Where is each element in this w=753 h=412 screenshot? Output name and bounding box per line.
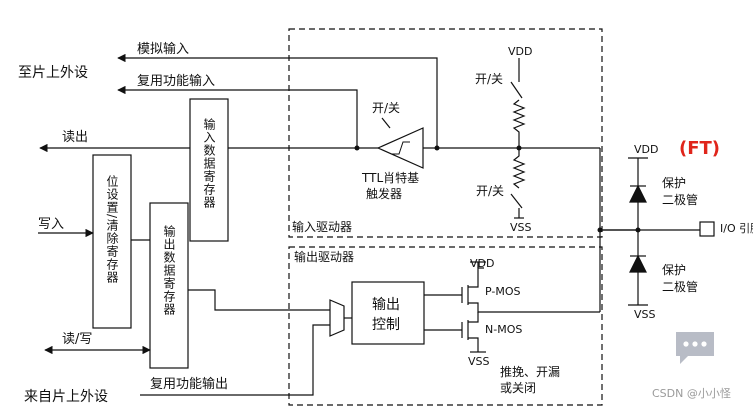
protect-top-label-1: 保护 [662,176,687,190]
nmos-label: N-MOS [485,323,523,336]
pull-down-resistor [512,148,526,189]
output-control-label-1: 输出 [372,297,400,313]
pmos-label: P-MOS [485,285,521,298]
output-mux [329,299,345,337]
write-in-label: 写入 [38,217,65,232]
input-data-register-label: 输入数据寄存器 [202,118,216,209]
read-write-label: 读/写 [62,332,93,347]
io-pin-label: I/O 引脚 [720,222,753,235]
watermark-text: CSDN @小小怪 [652,387,731,400]
push-pull-label-2: 或关闭 [500,381,537,395]
io-pin-box [699,221,715,237]
protect-diode-bottom [629,254,647,273]
ft-label: (FT) [679,138,721,159]
read-out-label: 读出 [62,130,89,145]
pull-up-resistor [512,99,526,148]
from-onchip-peripheral-label: 来自片上外设 [24,389,108,405]
vss-out-label: VSS [468,355,490,368]
output-driver-label: 输出驱动器 [294,250,355,264]
alt-func-input-line [117,85,358,148]
push-pull-label-1: 推挽、开漏 [500,365,561,379]
protect-bottom-label-2: 二极管 [662,280,699,294]
input-driver-label: 输入驱动器 [292,220,353,234]
bit-set-reset-register-label: 位设置/清除寄存器 [105,175,119,285]
vdd-top-label: VDD [508,45,533,58]
switch-mid-label: 开/关 [372,101,401,115]
vss-right-label: VSS [634,308,656,321]
protect-bottom-label-1: 保护 [662,263,687,277]
input-data-register [189,98,229,242]
output-control-label-2: 控制 [372,317,400,333]
vdd-out-label: VDD [470,257,495,270]
alt-func-output-label: 复用功能输出 [150,377,229,392]
vdd-right-label: VDD [634,143,659,156]
analog-input-label: 模拟输入 [137,42,190,57]
switch-bottom-label: 开/关 [476,184,505,198]
ttl-schmitt-label-2: 触发器 [366,187,403,201]
output-data-register [149,202,189,369]
protect-diode-top [629,184,647,203]
output-driver-box [288,246,603,406]
analog-input-line [117,53,438,148]
protect-top-label-2: 二极管 [662,193,699,207]
alt-func-input-label: 复用功能输入 [137,74,216,89]
to-onchip-peripheral-label: 至片上外设 [18,65,88,81]
bit-set-reset-register [92,154,132,329]
output-data-register-label: 输出数据寄存器 [162,225,176,316]
ttl-schmitt-label-1: TTL肖特基 [362,171,420,185]
switch-top-label: 开/关 [475,72,504,86]
chat-bubble-icon[interactable] [672,328,718,368]
vss-top-label: VSS [510,221,532,234]
input-driver-box [288,28,603,238]
output-control-box [351,281,425,345]
